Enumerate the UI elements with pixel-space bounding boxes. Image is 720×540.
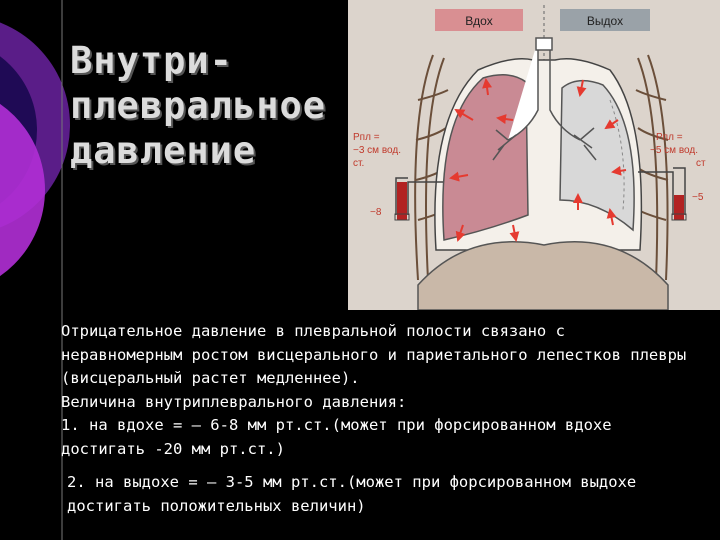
left-gauge-value: −8 [370, 207, 382, 218]
pressure-arrows [449, 78, 627, 242]
right-gauge-value: −5 [692, 192, 704, 203]
lung-dotted-contour [609, 99, 625, 211]
tab-inhale-box [435, 9, 523, 31]
left-pressure-line-3: ст. [353, 158, 364, 169]
tab-inhale-label: Вдох [465, 14, 492, 28]
tab-exhale-label: Выдох [587, 14, 623, 28]
paragraph-mechanism: Отрицательное давление в плевральной пол… [61, 322, 687, 387]
body-text: Отрицательное давление в плевральной пол… [33, 320, 693, 518]
ribs-left [414, 54, 449, 281]
title-line-3: давление [70, 129, 257, 172]
right-pressure-gauge [638, 167, 687, 221]
title-line-1: Внутри- [70, 39, 233, 82]
paragraph-magnitude-heading: Величина внутриплеврального давления: [61, 392, 407, 411]
paragraph-exhale: 2. на выдохе = – 3-5 мм рт.ст.(может при… [67, 473, 637, 515]
right-pressure-line-2: −5 см вод. [650, 145, 698, 156]
paragraph-inhale: 1. на вдохе = – 6-8 мм рт.ст.(может при … [61, 416, 612, 458]
decorative-circle-bright [0, 103, 45, 277]
trachea [492, 37, 597, 161]
lung-pressure-diagram: Вдох Выдох [348, 0, 720, 310]
title-line-2: плевральное [70, 84, 327, 127]
left-pressure-line-2: −3 см вод. [353, 145, 401, 156]
left-pressure-gauge [394, 177, 443, 221]
right-pressure-line-3: ст [696, 158, 706, 169]
diaphragm [417, 241, 669, 310]
left-pressure-line-1: Pпл = [353, 132, 380, 143]
right-pressure-line-1: Pпл = [656, 132, 683, 143]
slide-title: Внутри- плевральное давление [70, 38, 326, 173]
tab-exhale-box [560, 9, 650, 31]
